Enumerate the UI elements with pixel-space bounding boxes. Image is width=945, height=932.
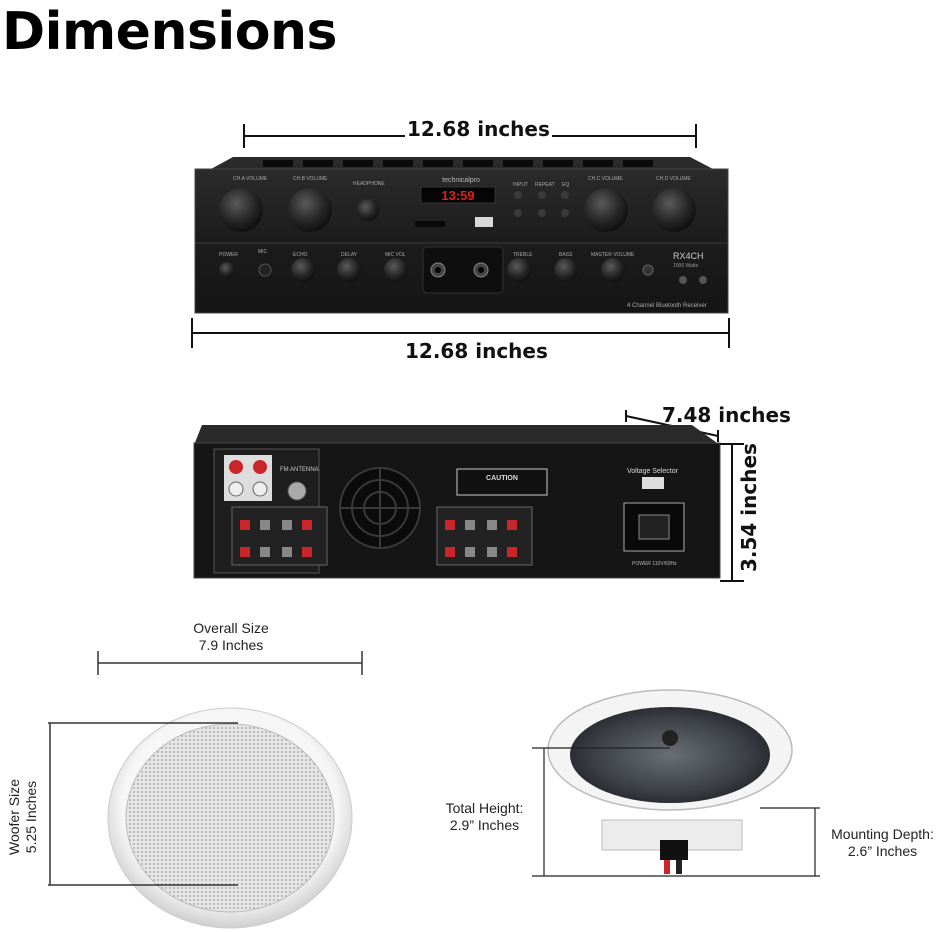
svg-text:CH.A VOLUME: CH.A VOLUME xyxy=(233,176,268,182)
woofer-size-value: 5.25 Inches xyxy=(23,780,39,854)
overall-size-dimension-line xyxy=(97,651,363,675)
svg-text:EQ: EQ xyxy=(562,182,569,188)
svg-text:1000 Watts: 1000 Watts xyxy=(673,263,699,269)
svg-text:CH.B VOLUME: CH.B VOLUME xyxy=(293,176,328,182)
svg-text:13:59: 13:59 xyxy=(441,188,474,203)
mounting-depth-label: Mounting Depth: xyxy=(831,826,934,842)
top-width-label: 12.68 inches xyxy=(405,117,552,141)
receiver-front-image: technicalpro 13:59 INPUT REPEAT EQ CH.A VO… xyxy=(194,157,729,314)
total-height-caption: Total Height: 2.9” Inches xyxy=(432,800,537,834)
svg-text:HEADPHONE: HEADPHONE xyxy=(353,181,385,187)
mounting-depth-value: 2.6” Inches xyxy=(847,843,918,859)
height-label: 3.54 inches xyxy=(737,443,761,572)
speaker-side-image xyxy=(532,689,820,877)
woofer-size-caption: Woofer Size 5.25 Inches xyxy=(6,762,40,872)
height-dimension-line xyxy=(720,443,744,582)
svg-text:CH.D VOLUME: CH.D VOLUME xyxy=(656,176,691,182)
svg-text:MIC: MIC xyxy=(258,249,268,255)
svg-text:RX4CH: RX4CH xyxy=(673,251,704,261)
overall-size-label: Overall Size xyxy=(193,620,269,636)
svg-text:MASTER VOLUME: MASTER VOLUME xyxy=(591,252,635,258)
receiver-back-image: FM ANTENNA CAUTION Voltage Selector POWE… xyxy=(193,425,721,579)
svg-text:POWER 110V/60Hz: POWER 110V/60Hz xyxy=(632,561,677,567)
svg-text:BASS: BASS xyxy=(559,252,573,258)
svg-text:DELAY: DELAY xyxy=(341,252,358,258)
svg-text:Voltage Selector: Voltage Selector xyxy=(627,468,679,475)
svg-text:CH.C VOLUME: CH.C VOLUME xyxy=(588,176,623,182)
svg-text:FM ANTENNA: FM ANTENNA xyxy=(280,467,319,473)
svg-text:ECHO: ECHO xyxy=(293,252,308,258)
depth-label: 7.48 inches xyxy=(662,403,791,427)
svg-text:TREBLE: TREBLE xyxy=(513,252,533,258)
bottom-width-label: 12.68 inches xyxy=(405,339,548,363)
svg-text:INPUT: INPUT xyxy=(513,182,528,188)
overall-size-caption: Overall Size 7.9 Inches xyxy=(176,620,286,654)
svg-text:4 Channel Bluetooth Receiver: 4 Channel Bluetooth Receiver xyxy=(627,303,707,309)
speaker-front-image xyxy=(48,707,353,929)
mounting-depth-caption: Mounting Depth: 2.6” Inches xyxy=(820,826,945,860)
overall-size-value: 7.9 Inches xyxy=(198,637,264,653)
svg-text:CAUTION: CAUTION xyxy=(486,475,518,482)
bottom-width-dimension-line xyxy=(191,318,730,348)
page-title: Dimensions xyxy=(2,2,337,62)
svg-text:REPEAT: REPEAT xyxy=(535,182,555,188)
woofer-size-label: Woofer Size xyxy=(6,779,22,855)
svg-text:technicalpro: technicalpro xyxy=(442,177,480,184)
total-height-value: 2.9” Inches xyxy=(449,817,520,833)
total-height-label: Total Height: xyxy=(445,800,524,816)
svg-text:POWER: POWER xyxy=(219,252,238,258)
svg-text:MIC VOL: MIC VOL xyxy=(385,252,406,258)
